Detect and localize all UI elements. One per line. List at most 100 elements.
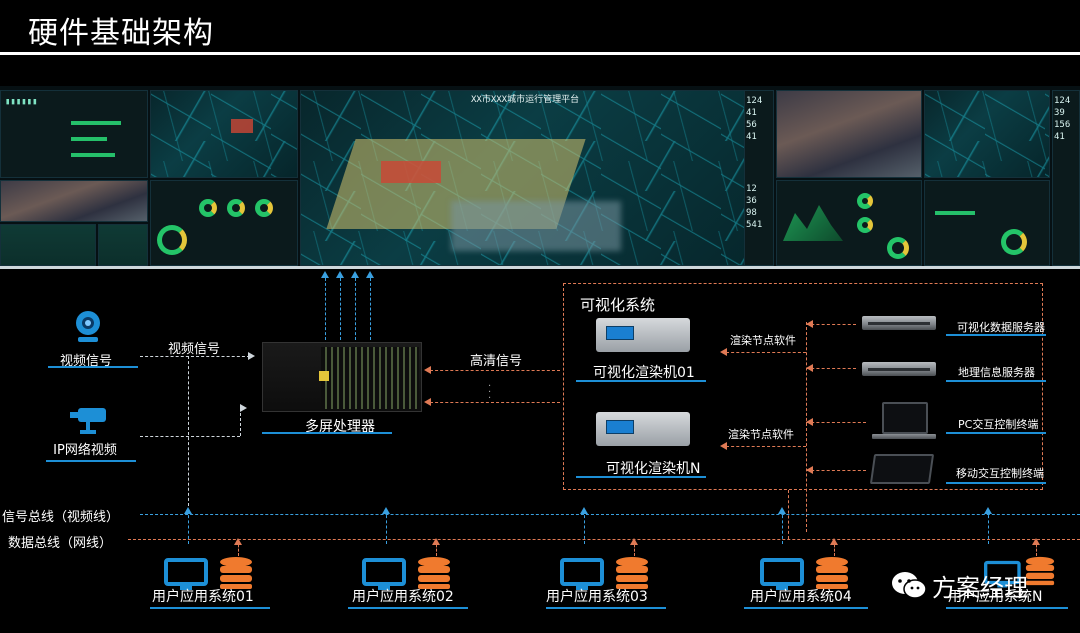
label-underline [946, 334, 1046, 336]
ip-camera-icon [70, 408, 106, 434]
user-system-04: 用户应用系统04 [744, 507, 924, 609]
label-underline [348, 607, 468, 609]
link-processor-wall [370, 278, 371, 340]
database-icon [616, 557, 648, 589]
wall-panel-camera-1 [0, 180, 148, 222]
user-system-03: 用户应用系统03 [546, 507, 726, 609]
user-system-02: 用户应用系统02 [348, 507, 528, 609]
database-icon [220, 557, 252, 589]
monitor-icon [760, 558, 804, 590]
signal-bus-line [140, 514, 1080, 515]
arrow-up-icon [336, 271, 344, 278]
render-node-01-label: 可视化渲染机01 [593, 365, 695, 381]
database-icon [418, 557, 450, 589]
wall-panel-standby-2 [98, 224, 148, 266]
ip-video-source-text: IP网络视频 [53, 443, 117, 458]
ring-chart [157, 225, 187, 255]
link-render-software [726, 446, 806, 447]
arrow-right-icon [240, 404, 247, 412]
ring-chart [1001, 229, 1027, 255]
tablet-icon [869, 454, 935, 484]
wall-panel-standby-1 [0, 224, 96, 266]
arrow-left-icon [806, 364, 813, 372]
arrow-up-icon [1032, 538, 1040, 545]
user-system-01: 用户应用系统01 [150, 507, 330, 609]
label-underline [150, 607, 270, 609]
multiscreen-processor-device [262, 342, 422, 412]
arrow-up-icon [382, 507, 390, 514]
wall-panel-map-1 [150, 90, 298, 178]
laptop-icon [882, 402, 928, 434]
link-vis-databus [788, 490, 789, 539]
panel-bar [71, 121, 121, 125]
visualization-trunk-line [806, 322, 807, 532]
user-system-01-label: 用户应用系统01 [152, 589, 254, 605]
arrow-right-icon [248, 352, 255, 360]
link-render-processor [430, 402, 560, 403]
pc-terminal-label: PC交互控制终端 [958, 418, 1039, 431]
geo-server-device [862, 362, 936, 376]
user-system-03-label: 用户应用系统03 [546, 589, 648, 605]
link-data-server [806, 324, 856, 325]
ring-chart [857, 193, 873, 209]
label-underline [576, 380, 706, 382]
link-render-software [726, 352, 806, 353]
arrow-up-icon [366, 271, 374, 278]
data-server-label: 可视化数据服务器 [957, 321, 1045, 334]
label-underline [262, 432, 392, 434]
user-system-04-label: 用户应用系统04 [750, 589, 852, 605]
render-software-n-label: 渲染节点软件 [728, 428, 794, 441]
user-system-n-label: 用户应用系统N [948, 589, 1043, 605]
link-video-processor [140, 356, 250, 357]
main-map-title: XX市XXX城市运行管理平台 [471, 95, 580, 105]
data-bus-label: 数据总线（网线） [8, 536, 113, 551]
ellipsis-vertical: ··· [488, 381, 492, 404]
link-processor-wall [355, 278, 356, 340]
database-icon [1025, 556, 1055, 586]
link-render-processor [430, 370, 560, 371]
ip-video-source-label: IP网络视频 [45, 442, 125, 460]
monitor-icon [984, 560, 1021, 588]
wall-panel-dashboard-2 [150, 180, 298, 266]
database-icon [816, 557, 848, 589]
data-server-device [862, 316, 936, 330]
arrow-up-icon [630, 538, 638, 545]
label-underline [946, 432, 1046, 434]
arrow-left-icon [424, 398, 431, 406]
arrow-up-icon [234, 538, 242, 545]
wall-panel-main-map: XX市XXX城市运行管理平台 [300, 90, 774, 266]
wall-panel-camera-2 [776, 90, 922, 178]
render-node-n-device [596, 412, 690, 446]
arrow-left-icon [424, 366, 431, 374]
link-mobile-terminal [806, 470, 866, 471]
blurred-overlay [451, 201, 621, 251]
link-ip-processor [240, 408, 241, 436]
arrow-left-icon [720, 348, 727, 356]
geo-server-label: 地理信息服务器 [958, 366, 1035, 379]
ring-chart [887, 237, 909, 259]
area-chart [783, 205, 843, 241]
mobile-terminal-label: 移动交互控制终端 [956, 467, 1044, 480]
title-bar: 硬件基础架构 [0, 0, 1080, 55]
label-underline [576, 476, 706, 478]
arrow-up-icon [984, 507, 992, 514]
multiscreen-processor-label: 多屏处理器 [305, 419, 375, 435]
link-processor-wall [340, 278, 341, 340]
monitor-icon [560, 558, 604, 590]
map-zone-red [231, 119, 253, 133]
visualization-system-title: 可视化系统 [580, 296, 656, 314]
render-node-n-label: 可视化渲染机N [606, 461, 701, 477]
arrow-up-icon [778, 507, 786, 514]
user-system-02-label: 用户应用系统02 [352, 589, 454, 605]
ring-chart [857, 217, 873, 233]
webcam-icon [76, 311, 100, 342]
wechat-icon [892, 572, 927, 599]
link-geo-server [806, 368, 856, 369]
video-signal-source-label: 视频信号 [60, 354, 113, 369]
signal-bus-label: 信号总线（视频线） [2, 510, 120, 525]
video-signal-link-label: 视频信号 [168, 342, 221, 357]
arrow-up-icon [184, 507, 192, 514]
